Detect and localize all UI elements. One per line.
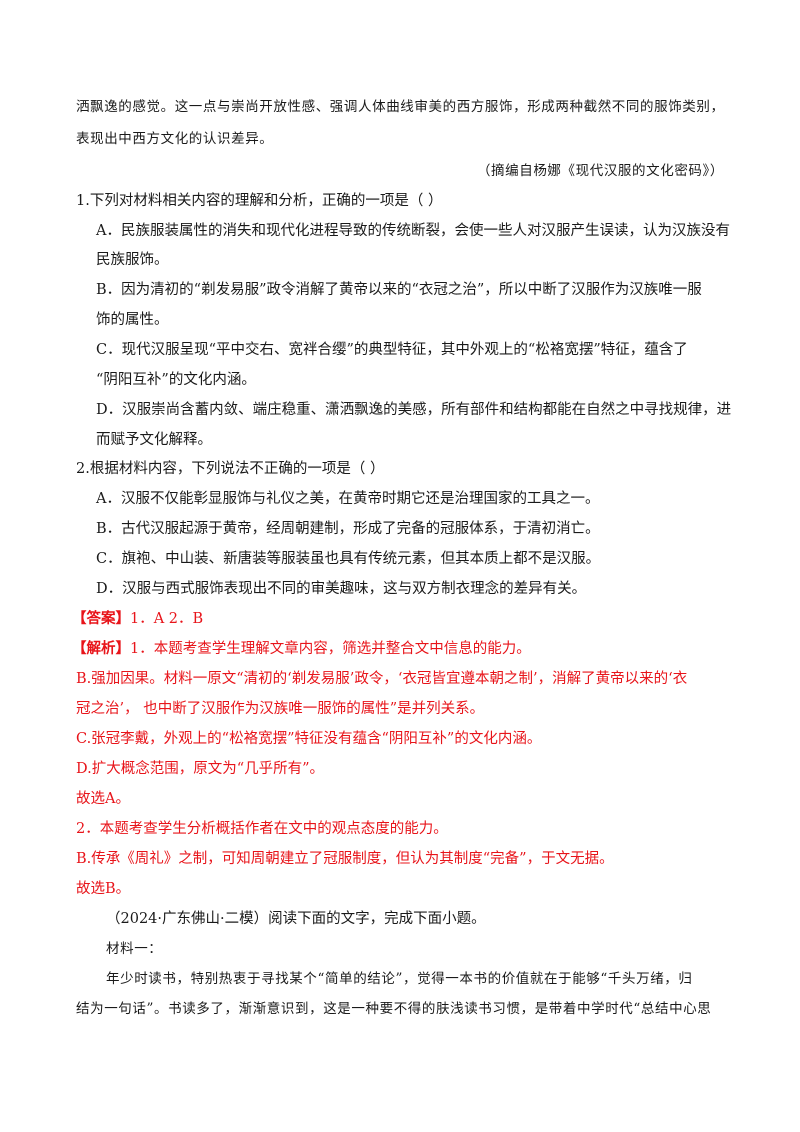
material-text: 结为一句话”。书读多了，渐渐意识到，这是一种要不得的肤浅读书习惯，是带着中学时代… [76, 1001, 712, 1017]
analysis-conclusion-2: 故选B。 [76, 881, 131, 897]
q1-option-a: A．民族服装属性的消失和现代化进程导致的传统断裂，会使一些人对汉服产生误读，认为… [96, 223, 730, 239]
answer-tag: 【答案】 [72, 610, 130, 627]
analysis-2-b: B.传承《周礼》之制，可知周朝建立了冠服制度，但认为其制度“完备”，于文无据。 [76, 851, 614, 867]
text-line: 表现出中西方文化的认识差异。 [76, 131, 274, 147]
q1-option-a-cont: 民族服饰。 [96, 252, 169, 268]
citation: （摘编自杨娜《现代汉服的文化密码》） [476, 163, 724, 179]
q2-option-b: B．古代汉服起源于黄帝，经周朝建制，形成了完备的冠服体系，于清初消亡。 [96, 521, 600, 537]
text-line: 洒飘逸的感觉。这一点与崇尚开放性感、强调人体曲线审美的西方服饰，形成两种截然不同… [76, 99, 725, 115]
q1-option-d: D．汉服崇尚含蓄内敛、端庄稳重、潇洒飘逸的美感，所有部件和结构都能在自然之中寻找… [96, 402, 732, 418]
analysis-2: 2．本题考查学生分析概括作者在文中的观点态度的能力。 [76, 821, 448, 837]
question-1-stem: 1.下列对材料相关内容的理解和分析，正确的一项是（ ） [76, 193, 443, 209]
analysis-b-cont: 冠之治’， 也中断了汉服作为汉族唯一服饰的属性”是并列关系。 [76, 701, 485, 717]
q2-option-a: A．汉服不仅能彰显服饰与礼仪之美，在黄帝时期它还是治理国家的工具之一。 [96, 491, 600, 507]
analysis-text: 1．本题考查学生理解文章内容，筛选并整合文中信息的能力。 [130, 641, 531, 657]
material-heading: 材料一： [106, 941, 163, 957]
question-2-stem: 2.根据材料内容，下列说法不正确的一项是（ ） [76, 461, 385, 477]
q1-option-b: B．因为清初的“剃发易服”政令消解了黄帝以来的“衣冠之治”，所以中断了汉服作为汉… [96, 282, 702, 298]
q2-option-c: C．旗袍、中山装、新唐装等服装虽也具有传统元素，但其本质上都不是汉服。 [96, 551, 601, 567]
analysis-c: C.张冠李戴，外观上的“松袼宽摆”特征没有蕴含“阴阳互补”的文化内涵。 [76, 731, 542, 747]
q1-option-d-cont: 而赋予文化解释。 [96, 432, 212, 448]
q1-option-c-cont: “阴阳互补”的文化内涵。 [96, 372, 256, 388]
analysis-conclusion-1: 故选A。 [76, 791, 130, 807]
answer-text: 1．A 2．B [130, 611, 204, 627]
analysis-b: B.强加因果。材料一原文“清初的‘剃发易服’政令，‘衣冠皆宜遵本朝之制’，消解了… [76, 671, 688, 687]
answer-line: 【答案】1．A 2．B [72, 609, 203, 629]
q1-option-b-cont: 饰的属性。 [96, 312, 169, 328]
analysis-line: 【解析】1．本题考查学生理解文章内容，筛选并整合文中信息的能力。 [72, 639, 531, 659]
material-text: 年少时读书，特别热衷于寻找某个“简单的结论”，觉得一本书的价值就在于能够“千头万… [106, 971, 693, 987]
analysis-tag: 【解析】 [72, 640, 130, 657]
q2-option-d: D．汉服与西式服饰表现出不同的审美趣味，这与双方制衣理念的差异有关。 [96, 581, 587, 597]
section-intro: （2024·广东佛山·二模）阅读下面的文字，完成下面小题。 [106, 911, 486, 927]
analysis-d: D.扩大概念范围，原文为“几乎所有”。 [76, 761, 325, 777]
q1-option-c: C．现代汉服呈现“平中交右、宽袢合缨”的典型特征，其中外观上的“松袼宽摆”特征，… [96, 342, 688, 358]
